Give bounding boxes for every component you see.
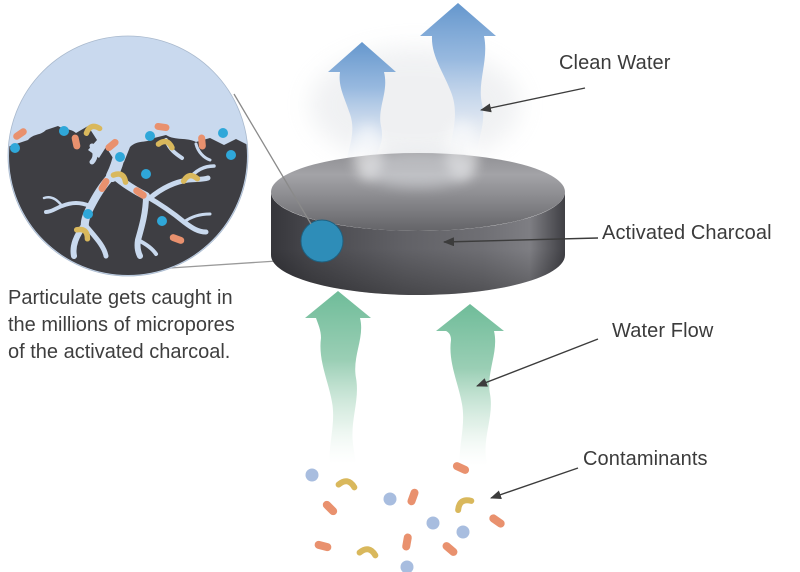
steam-wisp [363, 148, 473, 188]
blue-particle [59, 126, 69, 136]
blue-particle [383, 492, 397, 506]
orange-particle [489, 514, 505, 528]
cylinder-top [271, 153, 565, 231]
orange-particle [154, 122, 170, 132]
orange-particle [442, 542, 458, 556]
orange-particle [105, 138, 119, 152]
magnifier-inset [7, 35, 249, 277]
activated-charcoal-label: Activated Charcoal [602, 222, 772, 244]
clean-water-leader-line [480, 87, 586, 113]
contaminants-leader-line [490, 467, 579, 499]
lens-connector-line-upper [233, 93, 312, 225]
orange-particle [407, 488, 419, 506]
contaminant-particles [305, 462, 505, 572]
charcoal-cylinder [271, 120, 565, 295]
blue-particle [157, 216, 167, 226]
blue-particle [400, 560, 414, 572]
blue-particle [305, 468, 319, 482]
orange-particle [71, 134, 81, 150]
blue-particle [145, 131, 155, 141]
yellow-particle [180, 172, 201, 184]
annotation-lines [443, 87, 599, 499]
blue-particle [426, 516, 440, 530]
water-flow-arrows [305, 291, 504, 466]
charcoal-mass [9, 126, 247, 275]
orange-particle [314, 540, 332, 552]
orange-particle [133, 187, 147, 199]
blue-particle [115, 152, 125, 162]
water-flow-arrow-right [436, 304, 504, 466]
activated-charcoal-leader-line [443, 237, 599, 247]
clean-water-arrows [328, 3, 496, 163]
orange-particle [198, 134, 206, 150]
blue-particle [226, 150, 236, 160]
inset-particles [10, 122, 236, 244]
orange-particle [169, 234, 185, 244]
water-flow-leader-line [476, 338, 599, 387]
blue-particle [218, 128, 228, 138]
orange-particle [452, 462, 470, 474]
yellow-particle [83, 123, 103, 136]
yellow-particle [335, 478, 358, 491]
blue-particle [10, 143, 20, 153]
micropores-caption: Particulate gets caught in the millions … [8, 287, 235, 363]
water-flow-label: Water Flow [612, 320, 714, 342]
cylinder-bottom-shade [271, 192, 565, 295]
blue-particle [83, 209, 93, 219]
clean-water-arrow-right [420, 3, 496, 152]
orange-particle [98, 178, 110, 192]
orange-particle [322, 500, 338, 516]
clean-water-label: Clean Water [559, 52, 671, 74]
sample-spot [300, 219, 344, 263]
contaminants-label: Contaminants [583, 448, 708, 470]
yellow-particle [110, 171, 129, 185]
yellow-particle [155, 138, 175, 151]
clean-water-arrow-left [328, 42, 396, 163]
blue-particle [456, 525, 470, 539]
yellow-particle [455, 497, 475, 514]
blue-particle [141, 169, 151, 179]
yellow-particle [73, 226, 91, 242]
orange-particle [13, 128, 27, 140]
water-flow-arrow-left [305, 291, 371, 464]
orange-particle [402, 533, 412, 551]
yellow-particle [356, 546, 379, 559]
